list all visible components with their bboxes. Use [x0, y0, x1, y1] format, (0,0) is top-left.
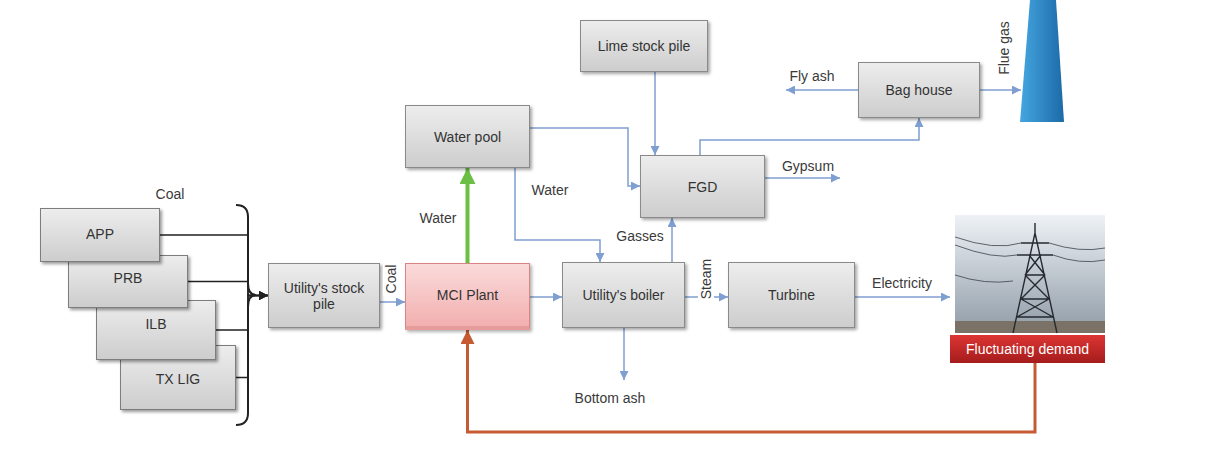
connector-label: Electricity	[870, 275, 934, 291]
bracket	[236, 205, 256, 425]
smokestack	[1020, 0, 1064, 122]
connector	[530, 128, 640, 186]
flue-gas-arrow	[980, 89, 1021, 91]
connector-label: Coal	[383, 263, 399, 296]
node-text: Utility's boiler	[582, 287, 664, 303]
connector-label: Steam	[698, 257, 714, 301]
node-text: Bag house	[886, 82, 953, 98]
node-text: ILB	[101, 316, 211, 332]
connector	[530, 296, 562, 298]
fly-ash-arrow	[786, 89, 858, 91]
connector	[515, 168, 600, 262]
node-text: Fluctuating demand	[950, 335, 1105, 363]
flow-label: Flue gas	[996, 19, 1012, 77]
connector	[216, 296, 268, 331]
process-box: FGD	[640, 155, 765, 218]
process-box: Water pool	[405, 105, 530, 168]
flow-label: Bottom ash	[573, 390, 648, 406]
flow-label: Coal	[154, 186, 187, 202]
bottom-ash-arrow	[623, 328, 625, 380]
node-text: APP	[45, 226, 155, 242]
node-text: TX LIG	[125, 371, 231, 387]
transmission-tower-photo	[955, 215, 1105, 333]
connector	[188, 282, 268, 296]
connector	[236, 296, 268, 378]
coal-source-card: PRB	[68, 255, 188, 308]
connector	[654, 72, 656, 155]
highlighted-process-box: MCI Plant	[405, 263, 530, 330]
process-box: Utility's stock pile	[268, 263, 380, 328]
coal-source-card: ILB	[96, 300, 216, 360]
process-box: Utility's boiler	[562, 262, 685, 328]
connector	[855, 296, 950, 298]
process-box: Lime stock pile	[580, 20, 708, 72]
flow-label: Fly ash	[787, 68, 836, 84]
coal-source-card: APP	[40, 208, 160, 262]
node-text: MCI Plant	[437, 287, 498, 303]
flow-label: Gypsum	[780, 158, 836, 174]
process-box: Turbine	[728, 262, 855, 328]
node-text: FGD	[688, 179, 718, 195]
connector-label: Water	[530, 182, 571, 198]
process-box: Bag house	[858, 62, 980, 118]
connector-label: Water	[418, 210, 459, 226]
node-text: Water pool	[434, 129, 501, 145]
connector	[700, 118, 919, 155]
node-text: PRB	[73, 270, 183, 286]
demand-panel: Fluctuating demand	[950, 215, 1105, 363]
connector	[380, 301, 405, 303]
connector	[671, 218, 673, 262]
node-text: Utility's stock pile	[277, 280, 371, 312]
gypsum-arrow	[765, 177, 840, 179]
connector	[466, 168, 470, 263]
connector-label: Gasses	[614, 228, 665, 244]
node-text: Lime stock pile	[598, 38, 691, 54]
node-text: Turbine	[768, 287, 815, 303]
